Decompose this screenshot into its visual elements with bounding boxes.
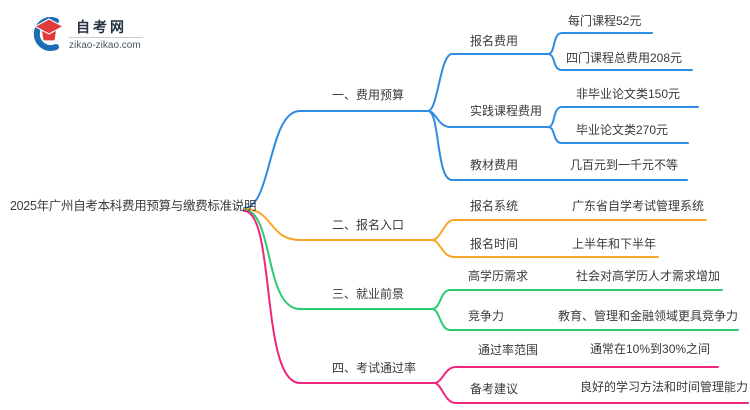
branch1-child1-leaf2-connector bbox=[547, 53, 693, 71]
branch2-child2-connector bbox=[431, 239, 659, 258]
branch3-child2-leaf1: 教育、管理和金融领域更具竞争力 bbox=[558, 309, 739, 323]
branch2-child2-leaf1: 上半年和下半年 bbox=[572, 237, 657, 251]
branch1-child1-connector bbox=[427, 53, 549, 112]
branch4-child2-connector bbox=[433, 382, 749, 404]
branch3-label: 三、就业前景 bbox=[332, 287, 405, 301]
branch4-child2-label: 备考建议 bbox=[470, 382, 519, 396]
branch4-child1-connector bbox=[433, 366, 719, 384]
branch4-root-connector bbox=[243, 210, 435, 384]
branch1-label: 一、费用预算 bbox=[332, 88, 405, 102]
branch3-child1-label: 高学历需求 bbox=[468, 269, 529, 283]
branch1-child2-label: 实践课程费用 bbox=[470, 104, 543, 118]
site-url: zikao-zikao.com bbox=[69, 40, 141, 51]
branch1-child2-leaf1: 非毕业论文类150元 bbox=[576, 87, 681, 101]
branch1-child3-connector bbox=[427, 110, 688, 181]
branch2-child1-label: 报名系统 bbox=[470, 199, 519, 213]
branch1-child1-label: 报名费用 bbox=[470, 34, 519, 48]
branch1-child3-leaf1: 几百元到一千元不等 bbox=[570, 158, 679, 172]
branch1-root-connector bbox=[243, 110, 429, 209]
branch3-child2-label: 竞争力 bbox=[468, 309, 505, 323]
branch2-label: 二、报名入口 bbox=[332, 218, 405, 232]
branch1-child1-leaf2: 四门课程总费用208元 bbox=[566, 51, 683, 65]
branch3-child1-leaf1: 社会对高学历人才需求增加 bbox=[576, 269, 721, 283]
branch1-child2-leaf2-connector bbox=[547, 126, 689, 144]
site-logo: 自考网 zikao-zikao.com bbox=[30, 12, 150, 57]
branch4-child1-label: 通过率范围 bbox=[478, 343, 539, 357]
site-name: 自考网 bbox=[76, 19, 127, 35]
branch3-child2-connector bbox=[431, 308, 739, 331]
branch2-child2-label: 报名时间 bbox=[470, 237, 519, 251]
branch4-child1-leaf1: 通常在10%到30%之间 bbox=[590, 342, 711, 356]
branch1-child1-leaf1: 每门课程52元 bbox=[568, 14, 642, 28]
branch4-label: 四、考试通过率 bbox=[332, 361, 417, 375]
branch2-child1-leaf1: 广东省自学考试管理系统 bbox=[572, 199, 705, 213]
branch3-child1-connector bbox=[431, 289, 723, 310]
branch2-root-connector bbox=[243, 208, 433, 241]
logo-divider bbox=[69, 37, 143, 38]
root-node: 2025年广州自考本科费用预算与缴费标准说明 bbox=[10, 199, 257, 213]
branch1-child1-leaf1-connector bbox=[547, 32, 653, 55]
branch2-child1-connector bbox=[431, 219, 707, 241]
branch1-child3-label: 教材费用 bbox=[470, 158, 519, 172]
graduation-cap-icon bbox=[33, 17, 65, 51]
branch1-child2-leaf1-connector bbox=[547, 106, 699, 128]
branch3-root-connector bbox=[243, 209, 433, 310]
branch4-child2-leaf1: 良好的学习方法和时间管理能力 bbox=[580, 380, 749, 394]
branch1-child2-leaf2: 毕业论文类270元 bbox=[576, 123, 669, 137]
